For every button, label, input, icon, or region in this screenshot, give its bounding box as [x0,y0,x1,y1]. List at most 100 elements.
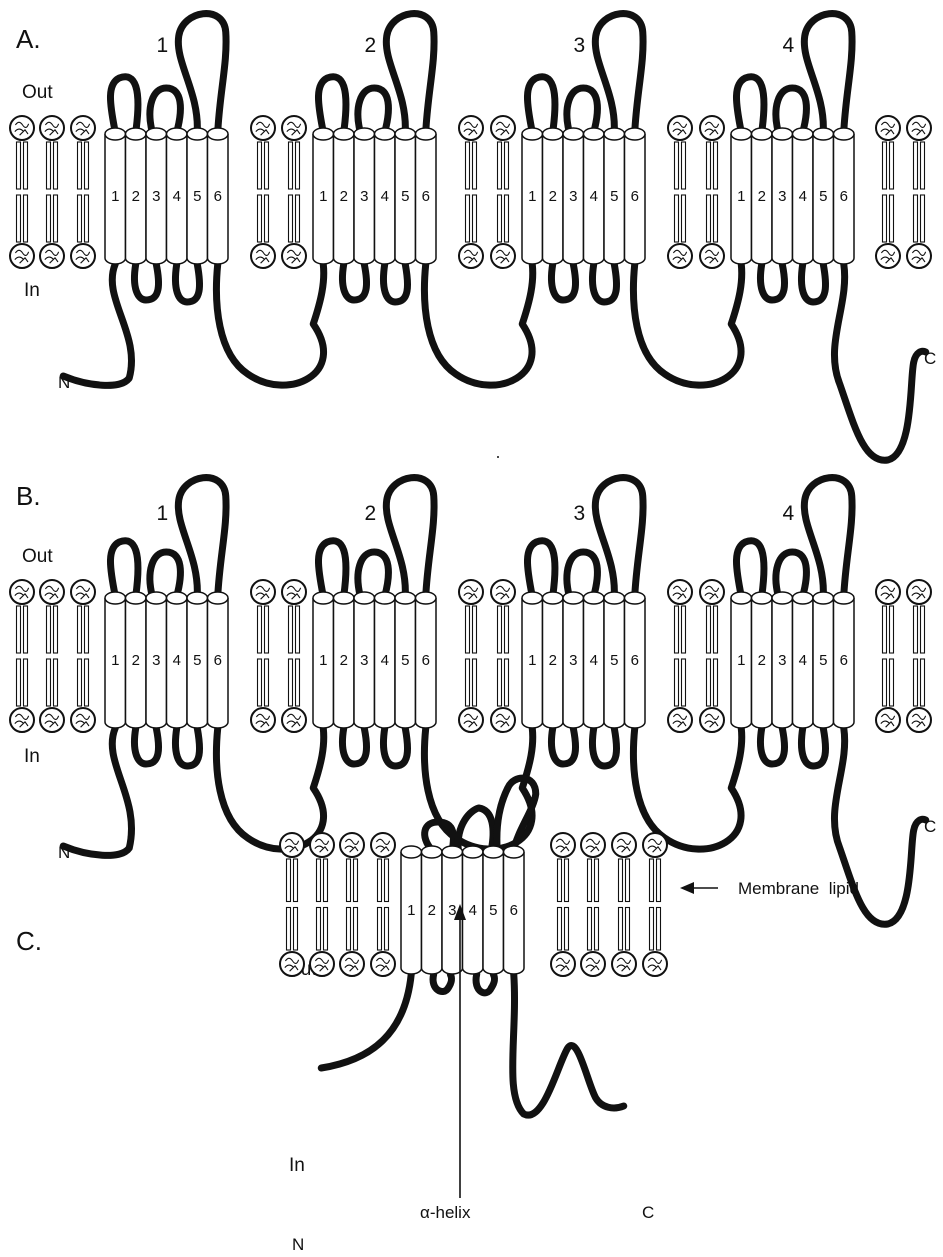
intracellular-loop [380,724,412,770]
membrane-lipid [39,579,65,733]
extracellular-loop [315,537,350,600]
domain-number: 1 [157,34,169,57]
helix-segment: 3 [353,591,376,729]
membrane-lipid [9,579,35,733]
extracellular-loop [733,73,768,136]
interdomain-linker [213,260,328,389]
helix-number: 3 [778,652,786,669]
helix-number: 1 [737,652,745,669]
domain-number: 3 [574,34,586,57]
interdomain-linker [213,724,328,853]
helix-segment: 6 [832,591,855,729]
helix-segment: 5 [603,127,626,265]
membrane-lipid [250,579,276,733]
helix-segment: 6 [414,591,437,729]
stray-mark [497,456,499,458]
pore-loop [800,474,856,600]
membrane-lipid [550,832,576,977]
helix-segment: 4 [373,591,396,729]
membrane-lipid [906,115,932,269]
helix-segment: 1 [312,591,335,729]
extracellular-loop [107,73,142,136]
helix-number: 4 [469,902,477,919]
n-terminus-tail [59,260,135,389]
panel-a-in-label: In [24,280,40,301]
panel-a-letter: A. [16,24,41,54]
membrane-lipid [875,115,901,269]
helix-segment: 6 [623,591,646,729]
intracellular-loop [472,970,499,997]
helix-number: 6 [631,652,639,669]
helix-number: 6 [510,902,518,919]
helix-number: 4 [590,652,598,669]
helix-number: 1 [319,652,327,669]
helix-number: 3 [152,652,160,669]
panel-b-letter: B. [16,481,41,511]
helix-segment: 6 [206,591,229,729]
extracellular-loop [315,73,350,136]
membrane-lipid [9,115,35,269]
helix-segment: 3 [145,127,168,265]
extracellular-loop [733,537,768,600]
helix-number: 2 [132,652,140,669]
helix-number: 2 [549,188,557,205]
pore-loop [382,474,438,600]
helix-segment: 2 [750,591,773,729]
membrane-lipid [70,115,96,269]
intracellular-loop [798,260,830,306]
helix-number: 4 [173,652,181,669]
helix-number: 3 [448,902,456,919]
extracellular-loop [524,537,559,600]
membrane-lipid [309,832,335,977]
membrane-lipid [370,832,396,977]
helix-number: 5 [193,652,201,669]
helix-number: 5 [193,188,201,205]
helix-number: 5 [819,652,827,669]
helix-number: 1 [319,188,327,205]
helix-segment: 3 [562,591,585,729]
helix-segment: 1 [104,127,127,265]
helix-segment: 6 [206,127,229,265]
helix-number: 2 [758,652,766,669]
extracellular-loop [354,548,392,600]
panel-b-out-label: Out [22,546,53,567]
helix-segment: 5 [482,845,505,975]
helix-segment: 5 [603,591,626,729]
pore-loop [800,10,856,136]
helix-number: 4 [799,652,807,669]
helix-number: 3 [360,652,368,669]
n-terminus-tail [317,970,415,1072]
membrane-lipid [667,115,693,269]
helix-number: 5 [401,188,409,205]
panel-a-out-label: Out [22,82,53,103]
helix-segment: 1 [730,127,753,265]
membrane-lipid [490,115,516,269]
helix-segment: 4 [461,845,484,975]
helix-number: 4 [173,188,181,205]
helix-segment: 1 [312,127,335,265]
helix-segment: 6 [832,127,855,265]
helix-segment: 4 [582,591,605,729]
alpha-helix-label: α-helix [420,1203,471,1222]
helix-segment: 2 [541,127,564,265]
helix-segment: 4 [582,127,605,265]
extracellular-loop [524,73,559,136]
interdomain-linker [421,724,537,853]
extracellular-loop [563,548,601,600]
panel-b-in-label: In [24,746,40,767]
helix-segment: 4 [373,127,396,265]
helix-segment: 5 [186,127,209,265]
extracellular-loop [454,804,497,854]
helix-number: 3 [569,188,577,205]
membrane-lipid [279,832,305,977]
helix-segment: 1 [104,591,127,729]
helix-number: 2 [132,188,140,205]
domain-number: 4 [783,34,795,57]
interdomain-linker [630,260,746,389]
helix-number: 1 [528,188,536,205]
helix-segment: 6 [623,127,646,265]
intracellular-loop [589,724,621,770]
helix-number: 1 [111,188,119,205]
helix-number: 6 [631,188,639,205]
